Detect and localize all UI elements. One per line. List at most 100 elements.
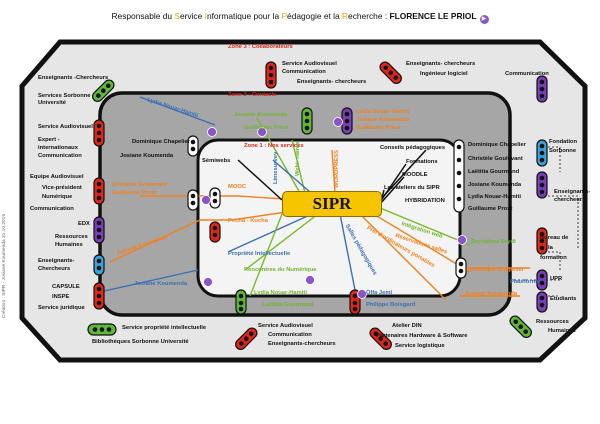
header-prefix: Responsable du bbox=[111, 11, 175, 21]
service-webinaires: Webi- naires bbox=[295, 141, 301, 176]
right-list-1: Dominique Chapelier bbox=[468, 142, 526, 148]
service-ateliers: Les ateliers du SIPR bbox=[384, 185, 440, 191]
line-orange-left bbox=[109, 219, 201, 263]
person-josiane-right-bottom: Josiane Koumenda bbox=[464, 291, 518, 297]
label-top-av-3: Enseignants- chercheurs bbox=[297, 79, 367, 85]
green-light-icon bbox=[92, 79, 115, 102]
service-rencontres: Rencontres du Numérique bbox=[244, 267, 317, 273]
person-guillaume-left: Guillaume Prost bbox=[112, 190, 157, 196]
label-left-juridique: Service juridique bbox=[38, 305, 85, 311]
right-list-6: Guillaume Prost bbox=[468, 206, 513, 212]
label-left-rh-1: Ressources bbox=[55, 234, 88, 240]
service-mooc: MOOC bbox=[228, 184, 247, 190]
green-light-icon bbox=[87, 323, 117, 336]
person-philippe: Philippe Boisgard bbox=[366, 302, 416, 308]
label-top-sorbonne-2: Université bbox=[38, 100, 67, 106]
red-light-icon bbox=[93, 119, 105, 147]
badges bbox=[201, 117, 467, 299]
label-top-av-1: Service Audiovisuel bbox=[282, 61, 337, 67]
play-badge-icon bbox=[257, 127, 267, 137]
right-list-2: Christèle Goulevant bbox=[468, 156, 523, 162]
person-guillaume-right: Guillaume Prost bbox=[356, 125, 401, 131]
service-pecha: Pecha - Kucha bbox=[228, 218, 268, 224]
purple-light-icon bbox=[536, 75, 548, 103]
person-laetitia-bottom: Laëtitia Gourmand bbox=[262, 302, 314, 308]
line-josiane-left bbox=[99, 269, 199, 293]
red-light-icon bbox=[93, 282, 105, 310]
person-lydia-right: Lydia Nouar-Hamiti bbox=[356, 109, 409, 115]
label-right-bureau-2: la bbox=[548, 245, 553, 251]
label-right-fondation-1: Fondation bbox=[549, 139, 578, 145]
header-initial-p: P bbox=[281, 11, 288, 21]
red-light-icon bbox=[209, 221, 221, 243]
purple-light-icon bbox=[341, 107, 353, 135]
person-dominique: Dominique Chapelier bbox=[132, 139, 190, 145]
right-list-4: Josiane Koumenda bbox=[468, 182, 522, 188]
label-left-capsule: CAPSULE bbox=[52, 284, 80, 290]
label-top-ing: Ingénieur logiciel bbox=[420, 71, 468, 77]
black-light-icon bbox=[187, 189, 199, 211]
label-right-bureau-1: Bureau de bbox=[540, 235, 569, 241]
label-left-rh-2: Humaines bbox=[55, 242, 83, 248]
play-badge-icon bbox=[333, 117, 343, 127]
person-josiane-koum: Josiane Koumenda bbox=[134, 281, 188, 287]
label-right-ens-2: chercheurs bbox=[554, 197, 586, 203]
purple-light-icon bbox=[93, 216, 105, 244]
label-left-av: Service Audiovisuel bbox=[38, 124, 93, 130]
service-semiweb: Sémiwebs bbox=[202, 158, 231, 164]
label-bottom-right-2: Partenaires Hardware & Software bbox=[376, 333, 468, 339]
label-left-vp-2: Numérique bbox=[42, 194, 73, 200]
header-word: nformatique pour la bbox=[206, 11, 282, 21]
service-connectors bbox=[237, 149, 427, 209]
service-conseils: Conseils pédagogiques bbox=[380, 145, 446, 151]
person-josiane-top: Josiane Koumenda bbox=[234, 112, 288, 118]
label-right-etudiants: Etudiants bbox=[550, 296, 577, 302]
line-webinaires bbox=[291, 139, 306, 194]
person-christele: Christèle Goulevant bbox=[112, 182, 167, 188]
service-pi: Propriété Intellectuelle bbox=[228, 251, 291, 257]
play-badge-icon bbox=[203, 277, 213, 287]
line-integration bbox=[379, 207, 471, 246]
right-list-5: Lydia Nouar-Hamiti bbox=[468, 194, 521, 200]
line-lydia-bottom bbox=[249, 213, 283, 297]
label-bottom-right-3: Service logistique bbox=[395, 343, 445, 349]
line-pi bbox=[227, 213, 313, 253]
label-left-expert-1: Expert - bbox=[38, 137, 60, 143]
person-dominique-right: Dominique Chapelier bbox=[466, 267, 524, 273]
line-rencontres bbox=[244, 213, 319, 271]
line-limesurvey bbox=[272, 159, 311, 193]
black-light-icon bbox=[455, 257, 467, 279]
person-lydia-bottom: Lydia Nouar-Hamiti bbox=[254, 290, 307, 296]
traffic-lights bbox=[87, 61, 548, 350]
label-bottom-left-2: Bibliothèques Sorbonne Université bbox=[92, 339, 189, 345]
service-limesurvey: Limesurvey bbox=[273, 151, 279, 184]
label-right-rh-2: Humaines bbox=[548, 328, 576, 334]
blue-light-icon bbox=[93, 254, 105, 276]
label-left-vp-3: Communication bbox=[30, 206, 74, 212]
purple-light-icon bbox=[536, 171, 548, 199]
label-top-sorbonne-1: Services Sorbonne bbox=[38, 93, 91, 99]
label-bottom-left-1: Service propriété intellectuelle bbox=[122, 325, 207, 331]
play-circle-icon[interactable]: ▶ bbox=[479, 15, 489, 24]
dashed-connectors bbox=[510, 146, 579, 297]
green-light-icon bbox=[301, 107, 313, 135]
purple-light-icon bbox=[536, 269, 548, 291]
header-initial-i: I bbox=[204, 11, 207, 21]
red-light-icon bbox=[349, 289, 361, 315]
page-header: Responsable du Service Informatique pour… bbox=[0, 11, 600, 24]
header-name: FLORENCE LE PRIOL bbox=[389, 11, 477, 21]
red-light-icon bbox=[265, 61, 277, 89]
label-bottom-mid-2: Communication bbox=[268, 332, 312, 338]
line-prets bbox=[359, 213, 447, 301]
line-pecha bbox=[200, 209, 301, 221]
person-seyhabou: Seyhabou Seydi bbox=[471, 239, 516, 245]
red-light-icon bbox=[235, 327, 258, 350]
label-right-ens-1: Enseignants- bbox=[554, 189, 591, 195]
label-right-fondation-2: Sorbonne bbox=[549, 148, 577, 154]
green-light-icon bbox=[235, 289, 247, 315]
label-bottom-right-1: Atelier DIN bbox=[392, 323, 422, 329]
header-initial-s: S bbox=[174, 11, 180, 21]
person-josiane-right: Josiane Koumenda bbox=[356, 117, 410, 123]
service-moodle: MOODLE bbox=[402, 172, 428, 178]
label-bottom-mid-3: Enseignants-chercheurs bbox=[268, 341, 336, 347]
